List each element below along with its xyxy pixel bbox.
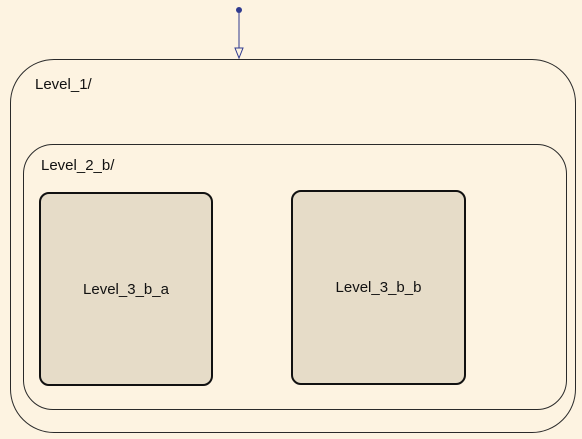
state-level-3-b-a-label: Level_3_b_a: [83, 280, 169, 298]
default-transition-arrowhead: [234, 47, 244, 60]
default-transition-dot: [236, 7, 242, 13]
state-level-1-label: Level_1/: [35, 76, 92, 93]
state-level-3-b-a[interactable]: Level_3_b_a: [39, 192, 213, 386]
state-level-3-b-b[interactable]: Level_3_b_b: [291, 190, 466, 385]
state-level-3-b-b-label: Level_3_b_b: [335, 279, 422, 296]
state-level-2-b-label: Level_2_b/: [41, 157, 115, 174]
state-level-1[interactable]: Level_1/: [10, 59, 576, 433]
state-level-2-b[interactable]: Level_2_b/: [23, 144, 567, 410]
